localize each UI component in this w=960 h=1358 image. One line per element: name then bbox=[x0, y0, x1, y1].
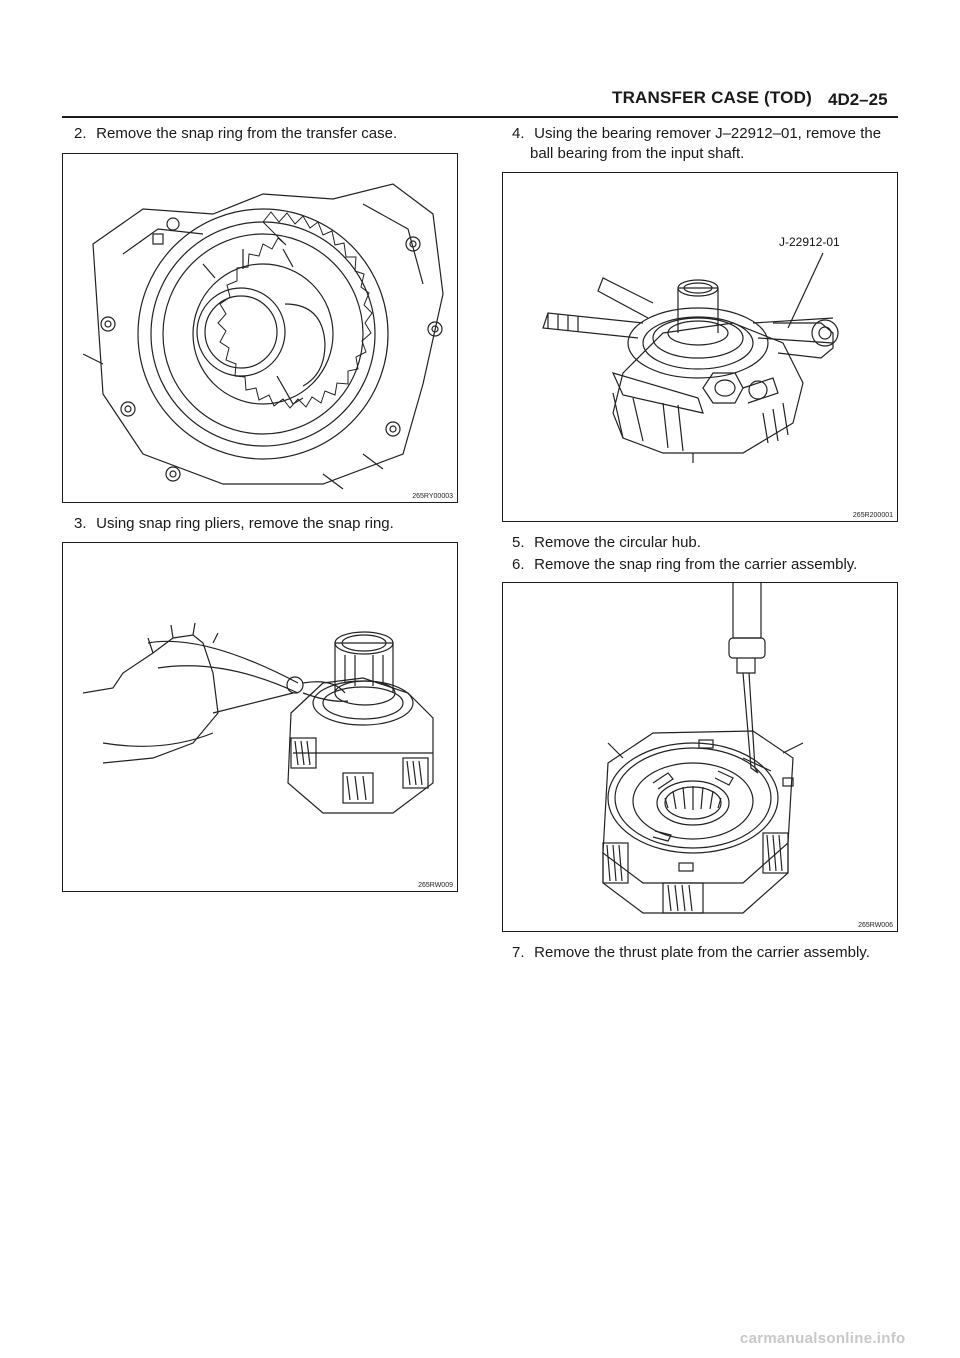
page-number: 4D2–25 bbox=[828, 90, 888, 109]
step-4: 4. Using the bearing remover J–22912–01,… bbox=[512, 124, 902, 164]
figure-code: 265RW006 bbox=[858, 922, 893, 929]
step-text: Remove the thrust plate from the carrier… bbox=[534, 944, 870, 961]
transfer-case-illustration bbox=[82, 183, 444, 490]
figure-snap-ring-pliers: 265RW009 bbox=[62, 542, 458, 892]
step-3: 3. Using snap ring pliers, remove the sn… bbox=[74, 514, 394, 534]
bearing-remover-illustration bbox=[542, 252, 839, 463]
step-number: 5. bbox=[512, 534, 525, 551]
figure-code: 265R200001 bbox=[852, 512, 893, 519]
step-number: 6. bbox=[512, 556, 525, 573]
step-text: Remove the snap ring from the carrier as… bbox=[534, 556, 858, 573]
step-number: 3. bbox=[74, 515, 87, 532]
figure-carrier-snap-ring: 265RW006 bbox=[502, 582, 898, 932]
step-number: 7. bbox=[512, 944, 525, 961]
header-divider bbox=[62, 116, 898, 118]
snap-ring-pliers-illustration bbox=[82, 622, 434, 814]
figure-code: 265RY00003 bbox=[412, 493, 453, 500]
step-text-continued: ball bearing from the input shaft. bbox=[530, 145, 745, 162]
step-5: 5. Remove the circular hub. bbox=[512, 533, 701, 553]
step-number: 2. bbox=[74, 125, 87, 142]
section-title: TRANSFER CASE (TOD) bbox=[612, 88, 812, 107]
step-6: 6. Remove the snap ring from the carrier… bbox=[512, 555, 857, 575]
site-watermark: carmanualsonline.info bbox=[740, 1330, 906, 1347]
step-text: Remove the snap ring from the transfer c… bbox=[96, 125, 398, 142]
step-text: Remove the circular hub. bbox=[534, 534, 701, 551]
step-7: 7. Remove the thrust plate from the carr… bbox=[512, 943, 870, 963]
tool-callout-label: J-22912-01 bbox=[779, 235, 840, 249]
carrier-assembly-illustration bbox=[602, 583, 804, 914]
step-text: Using snap ring pliers, remove the snap … bbox=[96, 515, 394, 532]
figure-bearing-remover: J-22912-01 265R200001 bbox=[502, 172, 898, 522]
step-2: 2. Remove the snap ring from the transfe… bbox=[74, 124, 397, 144]
step-text: Using the bearing remover J–22912–01, re… bbox=[534, 125, 882, 142]
figure-transfer-case-snap-ring: 265RY00003 bbox=[62, 153, 458, 503]
step-number: 4. bbox=[512, 125, 525, 142]
figure-code: 265RW009 bbox=[418, 882, 453, 889]
